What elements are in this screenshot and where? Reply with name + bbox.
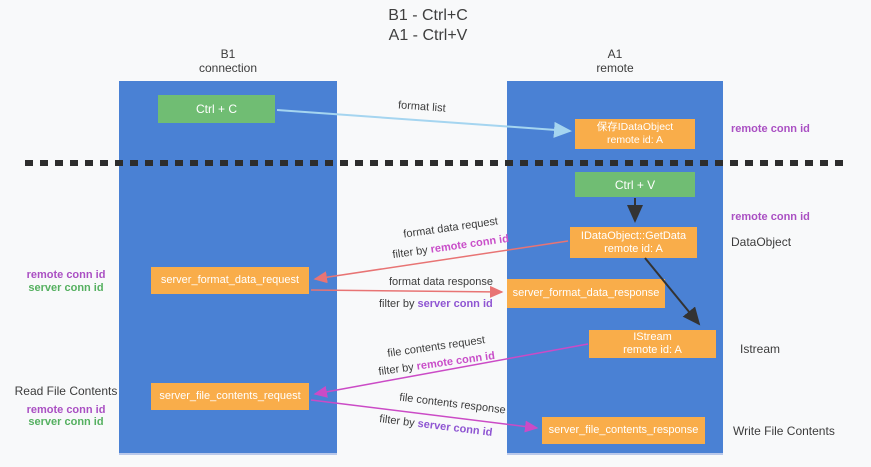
node-ctrl-c: Ctrl + C (158, 95, 275, 123)
node-ctrl-v-label: Ctrl + V (614, 177, 656, 192)
node-file-request-label: server_file_contents_request (159, 390, 301, 402)
page-title: B1 - Ctrl+C A1 - Ctrl+V (348, 6, 508, 46)
side-label-remote-conn-id-left-1: remote conn id (26, 269, 106, 281)
lane-b1-role: connection (198, 61, 258, 75)
server-conn-id-text: server conn id (417, 298, 493, 310)
node-format-request-label: server_format_data_request (160, 274, 300, 286)
filter-by-text: filter by (378, 413, 416, 430)
side-label-istream: Istream (740, 342, 781, 356)
node-getdata-line2: remote id: A (604, 242, 663, 255)
node-server-format-data-request: server_format_data_request (151, 267, 309, 294)
node-server-file-contents-response: server_file_contents_response (542, 417, 705, 444)
node-ctrl-v: Ctrl + V (575, 172, 695, 197)
lane-b1-name: B1 (220, 47, 236, 61)
node-istream: IStream remote id: A (589, 330, 716, 358)
arrow-format-data-response (310, 285, 504, 298)
lane-header-a1: A1 remote (507, 47, 723, 75)
edge-label-filter-server-1: filter by server conn id (379, 298, 493, 310)
edge-label-format-list: format list (397, 99, 447, 115)
edge-label-file-contents-response: file contents response (398, 391, 507, 417)
node-saved-dataobject-line1: 保存IDataObject (596, 121, 674, 133)
node-file-response-label: server_file_contents_response (548, 424, 699, 436)
node-istream-line1: IStream (633, 331, 672, 343)
node-server-file-contents-request: server_file_contents_request (151, 383, 309, 410)
node-istream-line2: remote id: A (623, 344, 682, 356)
side-label-remote-conn-id-right-2: remote conn id (731, 211, 810, 223)
node-saved-dataobject: 保存IDataObject remote id: A (575, 119, 695, 149)
node-ctrl-c-label: Ctrl + C (195, 102, 237, 116)
side-label-write-file-contents: Write File Contents (733, 424, 835, 438)
side-label-dataobject: DataObject (731, 235, 792, 249)
side-label-server-conn-id-left-1: server conn id (28, 282, 104, 294)
remote-conn-id-text: remote conn id (429, 232, 510, 256)
node-idataobject-getdata: IDataObject::GetData remote id: A (570, 227, 697, 258)
node-saved-dataobject-line2: remote id: A (606, 134, 664, 146)
node-server-format-data-response: server_format_data_response (507, 279, 665, 308)
title-line-2: A1 - Ctrl+V (388, 27, 468, 44)
side-label-read-file-contents: Read File Contents (14, 384, 118, 398)
filter-by-text: filter by (377, 361, 415, 379)
lane-a1-name: A1 (607, 47, 623, 61)
node-format-response-label: server_format_data_response (512, 287, 660, 299)
filter-by-text: filter by (379, 298, 415, 310)
filter-by-text: filter by (391, 244, 429, 262)
edge-label-filter-server-2: filter by server conn id (379, 413, 493, 439)
side-label-server-conn-id-left-2: server conn id (28, 416, 104, 428)
server-conn-id-text: server conn id (416, 417, 494, 439)
side-label-remote-conn-id-right-1: remote conn id (731, 123, 810, 135)
edge-label-format-data-response: format data response (389, 276, 493, 288)
lane-header-b1: B1 connection (119, 47, 337, 75)
lane-a1-role: remote (596, 61, 634, 75)
title-line-1: B1 - Ctrl+C (388, 7, 468, 24)
node-getdata-line1: IDataObject::GetData (580, 229, 687, 242)
side-label-remote-conn-id-left-2: remote conn id (26, 404, 106, 416)
